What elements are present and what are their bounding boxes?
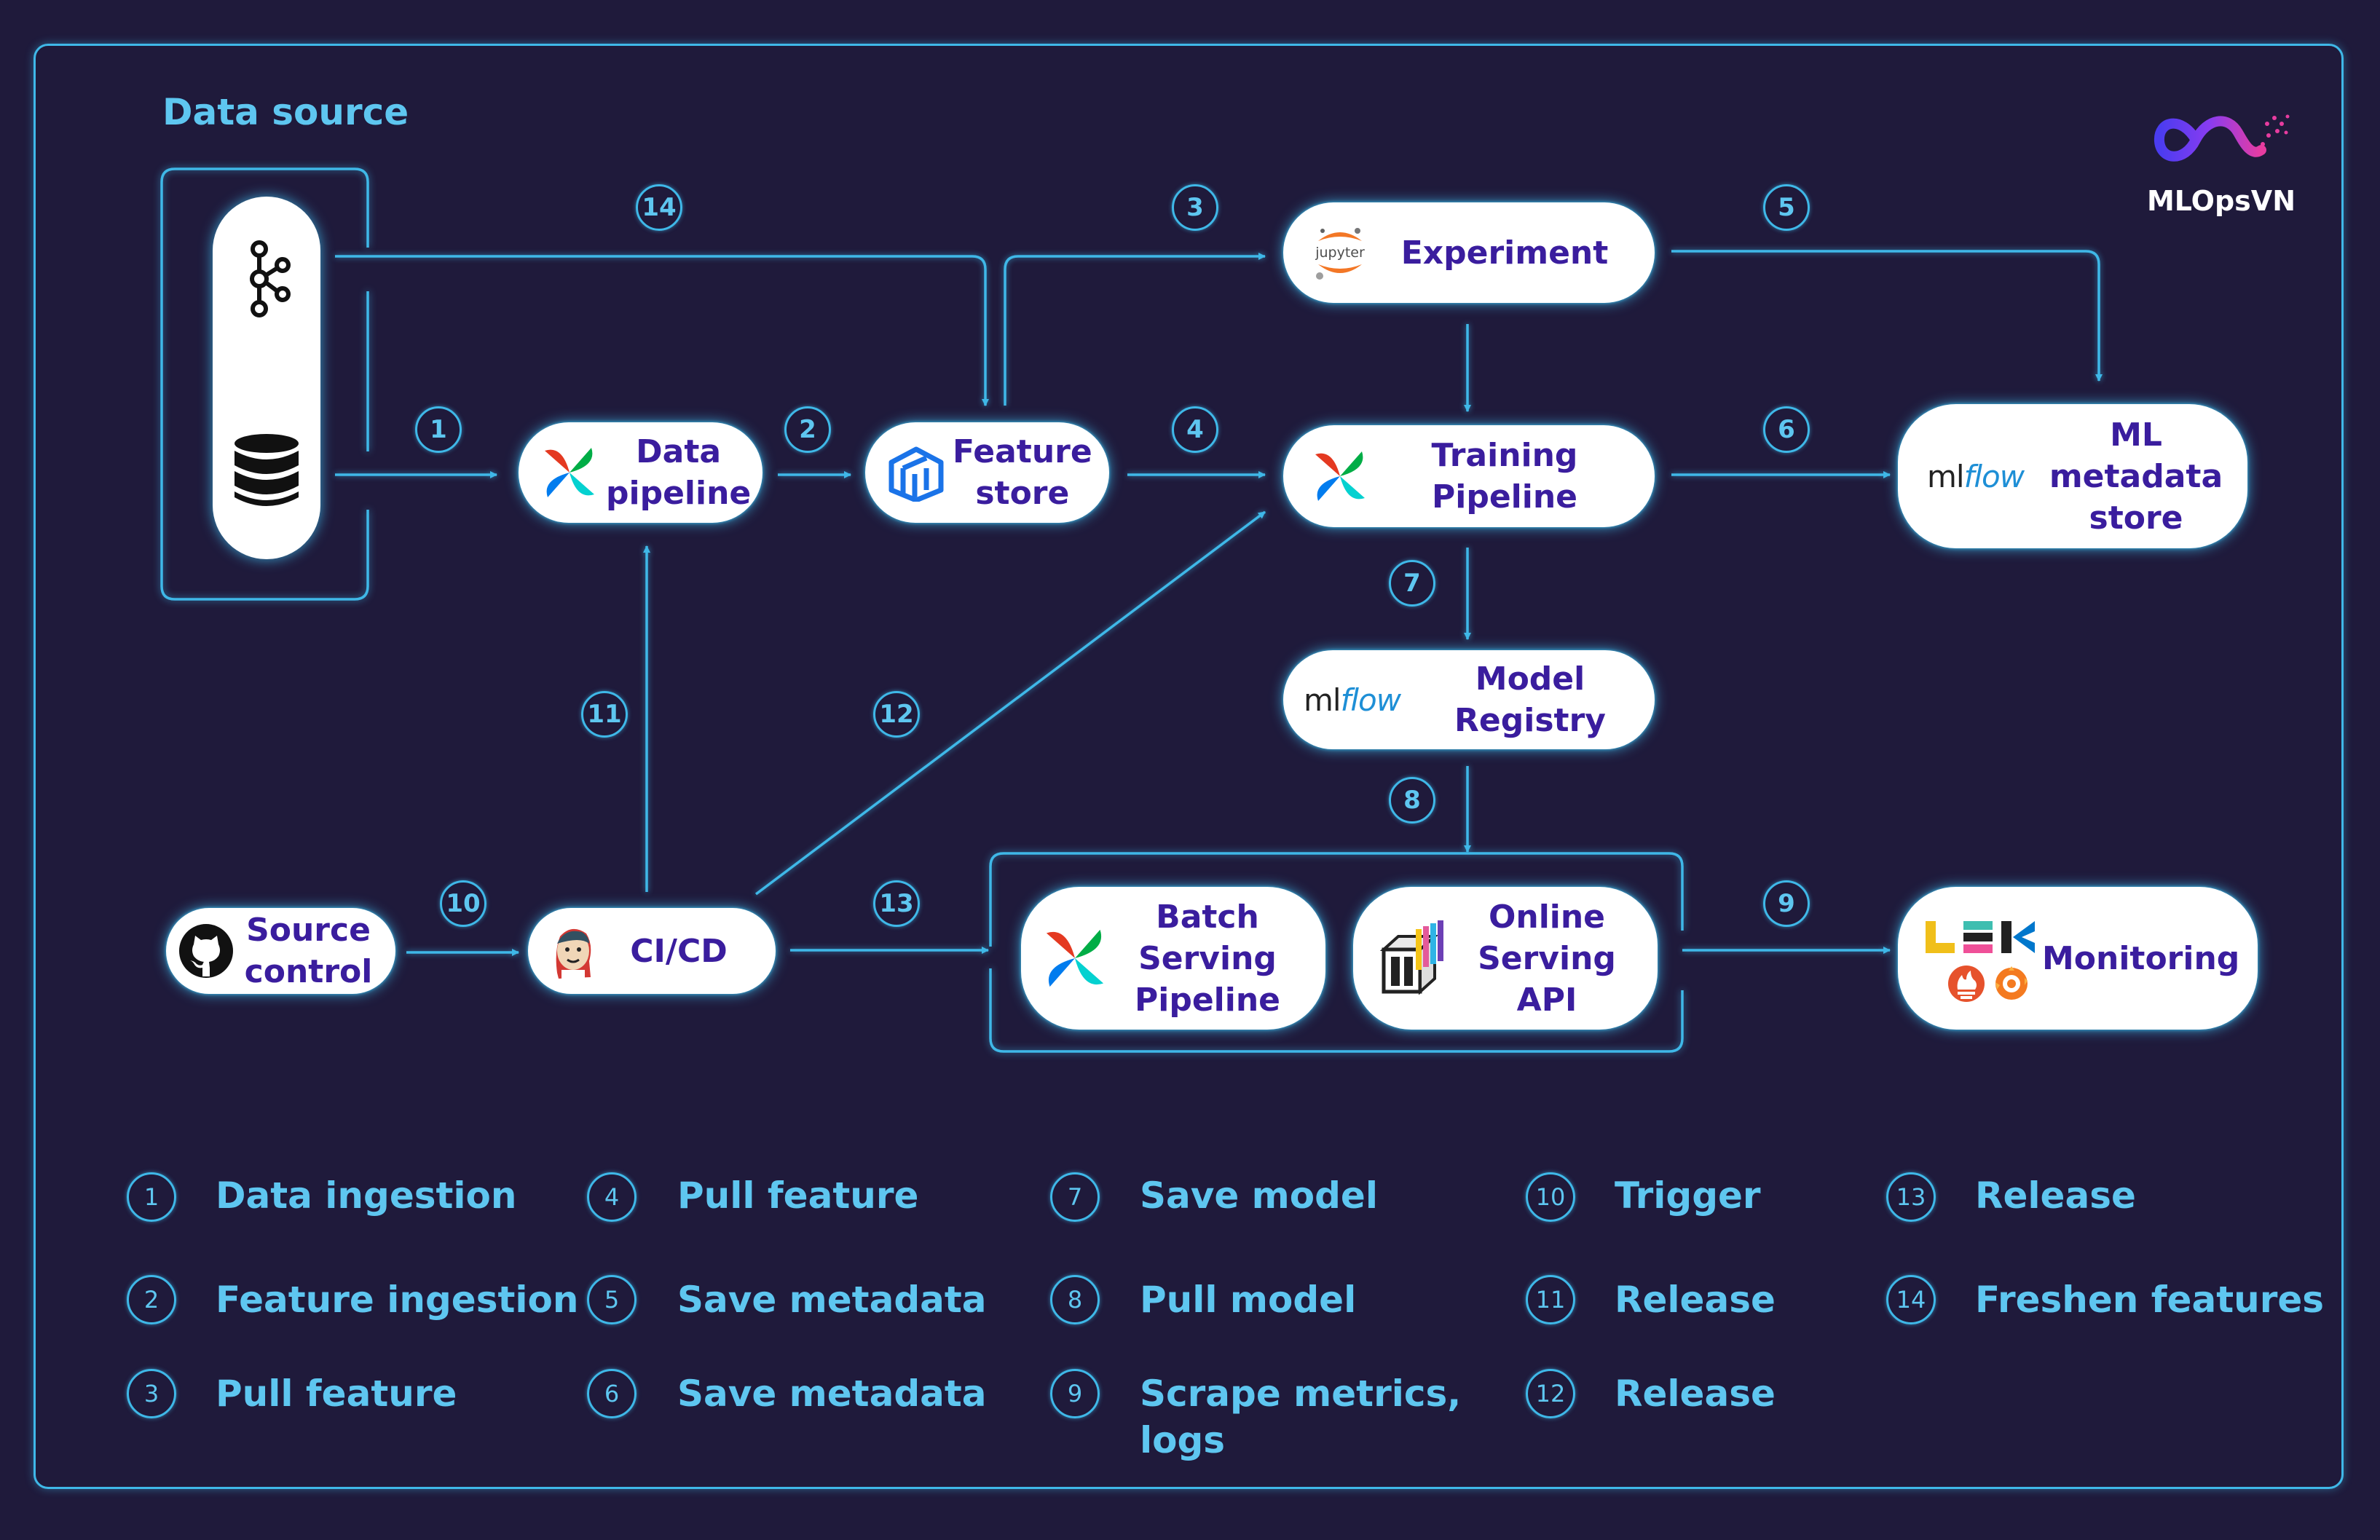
- online-serving-label: Online Serving API: [1478, 898, 1616, 1019]
- prometheus-icon: [1948, 966, 1985, 1002]
- legend-text: Feature ingestion: [216, 1279, 579, 1321]
- source-control-label: Source control: [244, 912, 373, 990]
- monitoring-node[interactable]: Monitoring: [1898, 887, 2258, 1030]
- legend-text: Save model: [1140, 1174, 1378, 1217]
- arrow-5: [1671, 250, 2103, 382]
- mlflow-icon: mlflow: [1304, 682, 1401, 718]
- ml-metadata-store-node[interactable]: mlflow ML metadata store: [1898, 404, 2247, 548]
- legend-number: 8: [1050, 1275, 1100, 1324]
- jupyter-icon: jupyter: [1304, 216, 1376, 289]
- legend-text: Release: [1615, 1373, 1776, 1415]
- legend-text: Freshen features: [1975, 1279, 2325, 1321]
- data-source-group-border: [160, 167, 369, 601]
- github-icon: [176, 915, 236, 987]
- legend-number: 1: [127, 1172, 176, 1222]
- mlflow-icon: mlflow: [1927, 458, 2025, 494]
- legend-number: 2: [127, 1275, 176, 1324]
- airflow-icon: [1304, 440, 1376, 513]
- mlopsvn-logo: MLOpsVN: [2137, 103, 2298, 220]
- legend-text: Trigger: [1615, 1174, 1761, 1217]
- legend-text: Save metadata: [677, 1279, 987, 1321]
- step-number-2: 2: [784, 406, 831, 453]
- ml-metadata-store-label: ML metadata store: [2049, 416, 2223, 537]
- step-number-11: 11: [581, 691, 628, 738]
- legend-number: 3: [127, 1369, 176, 1418]
- data-pipeline-label: Data pipeline: [606, 433, 752, 512]
- legend-text: Release: [1615, 1279, 1776, 1321]
- cicd-node[interactable]: CI/CD: [528, 908, 776, 994]
- batch-serving-node[interactable]: Batch Serving Pipeline: [1021, 887, 1325, 1030]
- arrow-14: [335, 255, 989, 406]
- step-number-1: 1: [415, 406, 462, 453]
- legend-number: 5: [587, 1275, 637, 1324]
- training-pipeline-node[interactable]: Training Pipeline: [1283, 425, 1655, 527]
- step-number-13: 13: [873, 880, 920, 927]
- experiment-node[interactable]: jupyter Experiment: [1283, 202, 1655, 303]
- step-number-5: 5: [1763, 184, 1810, 231]
- legend-text: Scrape metrics, logs: [1140, 1373, 1462, 1461]
- feature-store-node[interactable]: Feature store: [865, 422, 1109, 523]
- monitoring-label: Monitoring: [2042, 939, 2240, 977]
- arrow-3: [1004, 253, 1266, 406]
- elk-icon: [1926, 921, 2035, 953]
- model-registry-node[interactable]: mlflow Model Registry: [1283, 650, 1655, 749]
- step-number-7: 7: [1389, 560, 1435, 607]
- legend-text: Release: [1975, 1174, 2136, 1217]
- database-icon: [235, 434, 299, 506]
- source-control-node[interactable]: Source control: [166, 908, 395, 994]
- step-number-9: 9: [1763, 880, 1810, 927]
- airflow-icon: [1039, 922, 1111, 995]
- kafka-icon: [250, 240, 291, 317]
- legend-number: 9: [1050, 1369, 1100, 1418]
- infinity-logo-icon: [2154, 114, 2290, 162]
- arrow-12: [754, 510, 1266, 896]
- experiment-label: Experiment: [1400, 234, 1609, 272]
- serving-group-border: [989, 852, 1684, 1053]
- feature-store-label: Feature store: [953, 433, 1092, 512]
- data-pipeline-node[interactable]: Data pipeline: [519, 422, 763, 523]
- step-number-6: 6: [1763, 406, 1810, 453]
- bentoml-icon: [1378, 920, 1458, 995]
- step-number-10: 10: [440, 880, 486, 927]
- data-source-title: Data source: [162, 91, 409, 133]
- legend-number: 11: [1526, 1275, 1575, 1324]
- legend-number: 14: [1886, 1275, 1936, 1324]
- airflow-icon: [533, 436, 606, 509]
- grafana-icon: [1995, 966, 2028, 1000]
- jenkins-icon: [543, 915, 604, 987]
- legend-number: 7: [1050, 1172, 1100, 1222]
- data-source-pill: [213, 197, 320, 559]
- legend-number: 6: [587, 1369, 637, 1418]
- legend-text: Pull feature: [216, 1373, 457, 1415]
- model-registry-label: Model Registry: [1454, 660, 1606, 739]
- legend-number: 10: [1526, 1172, 1575, 1222]
- step-number-12: 12: [873, 691, 920, 738]
- feast-icon: [880, 436, 953, 509]
- online-serving-node[interactable]: Online Serving API: [1353, 887, 1658, 1030]
- monitoring-tools-icons: [1926, 911, 2042, 1006]
- step-number-14: 14: [636, 184, 682, 231]
- legend-number: 12: [1526, 1369, 1575, 1418]
- cicd-label: CI/CD: [630, 932, 728, 970]
- diagram-frame: [34, 44, 2344, 1489]
- step-number-3: 3: [1172, 184, 1218, 231]
- legend-number: 13: [1886, 1172, 1936, 1222]
- step-number-8: 8: [1389, 777, 1435, 824]
- legend-text: Pull feature: [677, 1174, 919, 1217]
- svg-text:jupyter: jupyter: [1315, 245, 1365, 261]
- legend-number: 4: [587, 1172, 637, 1222]
- batch-serving-label: Batch Serving Pipeline: [1135, 898, 1280, 1019]
- legend-text: Save metadata: [677, 1373, 987, 1415]
- legend-text: Data ingestion: [216, 1174, 517, 1217]
- brand-name: MLOpsVN: [2146, 185, 2296, 217]
- training-pipeline-label: Training Pipeline: [1431, 437, 1578, 516]
- legend-text: Pull model: [1140, 1279, 1357, 1321]
- step-number-4: 4: [1172, 406, 1218, 453]
